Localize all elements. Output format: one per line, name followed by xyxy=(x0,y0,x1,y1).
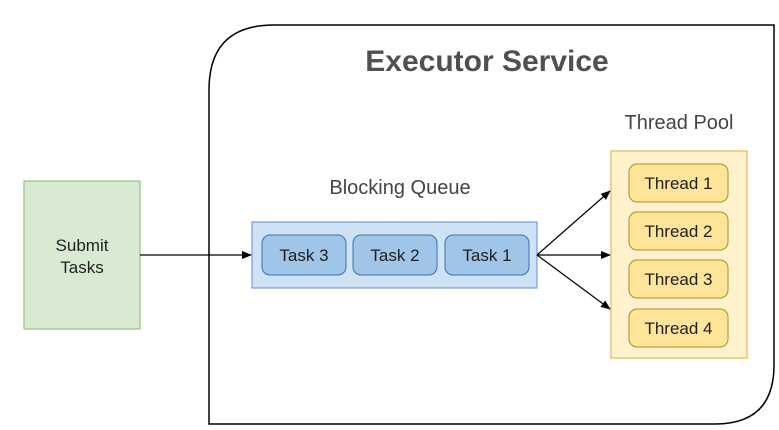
executor-service-title: Executor Service xyxy=(365,45,608,78)
blocking-queue: Task 3 Task 2 Task 1 xyxy=(251,221,538,289)
thread-label: Thread 4 xyxy=(644,319,712,338)
queue-task-item: Task 1 xyxy=(444,234,530,276)
thread-label: Thread 3 xyxy=(644,270,712,289)
queue-to-pool-arrow-top xyxy=(536,190,611,256)
thread-pool-label: Thread Pool xyxy=(625,112,734,134)
thread-pool: Thread 1 Thread 2 Thread 3 Thread 4 xyxy=(610,150,748,359)
submit-tasks-box: Submit Tasks xyxy=(23,180,141,330)
thread-label: Thread 2 xyxy=(644,222,712,241)
thread-box xyxy=(628,163,729,203)
queue-task-item: Task 3 xyxy=(261,234,347,276)
queue-task-item: Task 2 xyxy=(352,234,438,276)
submit-tasks-label-line2: Tasks xyxy=(60,258,103,277)
thread-label: Thread 1 xyxy=(644,174,712,193)
thread-item: Thread 4 xyxy=(628,308,729,348)
thread-box xyxy=(628,211,729,251)
task-label: Task 2 xyxy=(370,246,419,265)
thread-item: Thread 3 xyxy=(628,259,729,299)
task-box xyxy=(261,234,347,276)
task-box xyxy=(352,234,438,276)
task-label: Task 3 xyxy=(279,246,328,265)
submit-tasks-rect xyxy=(23,180,141,330)
task-box xyxy=(444,234,530,276)
thread-box xyxy=(628,308,729,348)
thread-item: Thread 1 xyxy=(628,163,729,203)
thread-box xyxy=(628,259,729,299)
task-label: Task 1 xyxy=(462,246,511,265)
blocking-queue-label: Blocking Queue xyxy=(329,177,470,199)
thread-item: Thread 2 xyxy=(628,211,729,251)
queue-to-pool-arrow-bottom xyxy=(536,254,611,310)
submit-tasks-label-line1: Submit xyxy=(56,236,109,255)
